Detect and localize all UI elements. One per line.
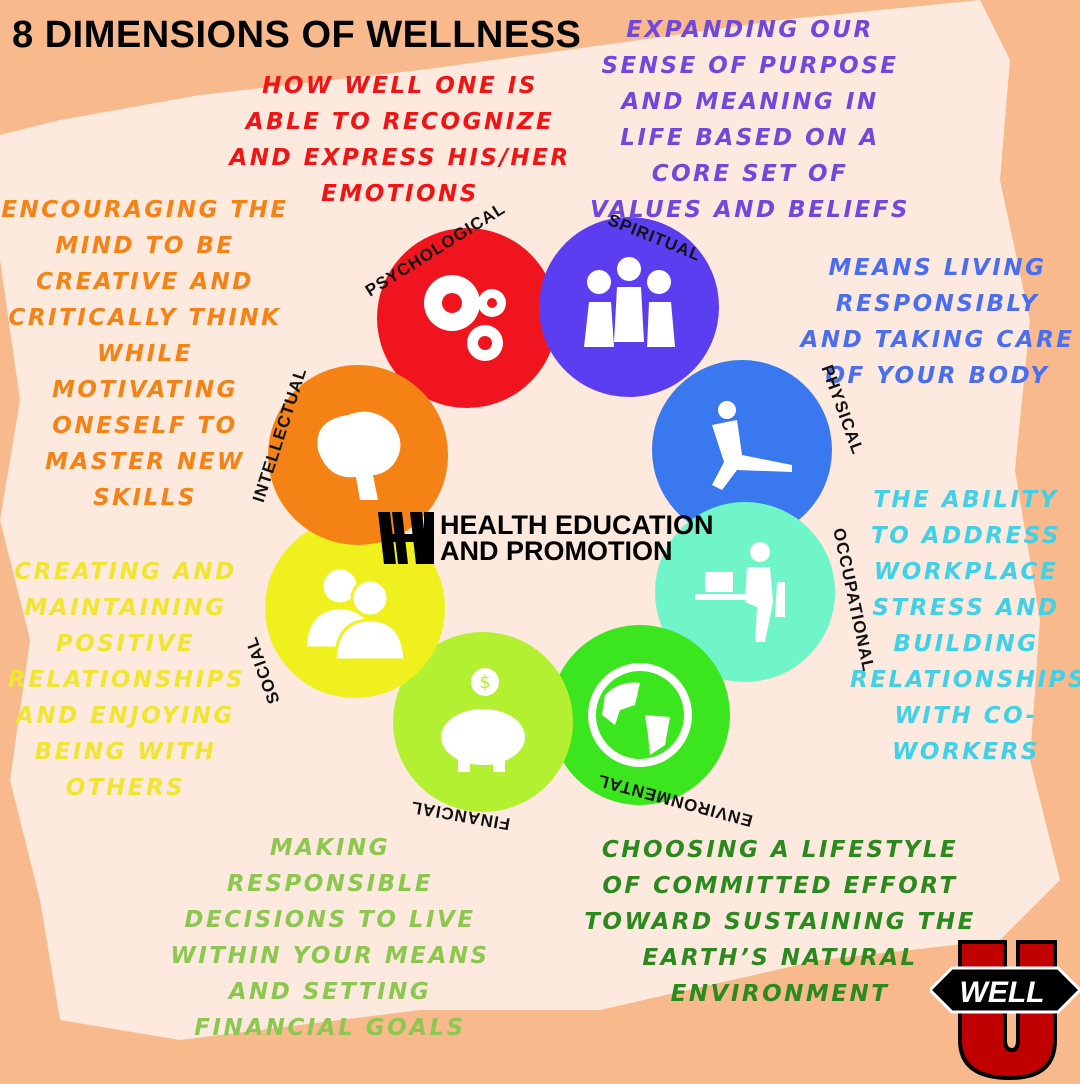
psychological-description: How well one is able to recognize and ex…: [229, 73, 571, 207]
piggy-bank-icon: $: [441, 668, 525, 772]
spiritual-description: Expanding our sense of purpose and meani…: [590, 17, 910, 223]
globe-icon: [588, 663, 692, 767]
environmental-description: Choosing a lifestyle of committed effort…: [584, 837, 976, 1007]
intellectual-description: Encouraging the mind to be creative and …: [1, 197, 289, 511]
logo-line-2: AND PROMOTION: [440, 536, 673, 566]
psychological-circle: [377, 228, 557, 408]
occupational-description: The ability to address workplace stress …: [850, 487, 1080, 765]
financial-description: Making responsible decisions to live wit…: [170, 835, 490, 1041]
page-title: 8 DIMENSIONS OF WELLNESS: [12, 14, 582, 56]
stretching-person-icon: [712, 401, 792, 490]
gears-icon: [424, 275, 506, 361]
h-logo-icon: [378, 512, 434, 564]
svg-text:$: $: [479, 672, 490, 693]
u-well-logo: WELL: [927, 940, 1080, 1081]
health-education-logo: HEALTH EDUCATION AND PROMOTION: [378, 510, 714, 566]
brain-icon: [317, 411, 401, 500]
people-kneeling-icon: [584, 257, 675, 347]
logo-line-1: HEALTH EDUCATION: [440, 510, 714, 540]
two-people-icon: [303, 566, 407, 662]
person-at-desk-icon: [695, 542, 785, 642]
spiritual-circle: [539, 217, 719, 397]
environmental-circle: [550, 625, 730, 805]
well-logo-text: WELL: [960, 976, 1045, 1009]
social-description: Creating and maintaining positive relati…: [8, 559, 246, 801]
physical-description: Means living responsibly and taking care…: [800, 255, 1075, 389]
